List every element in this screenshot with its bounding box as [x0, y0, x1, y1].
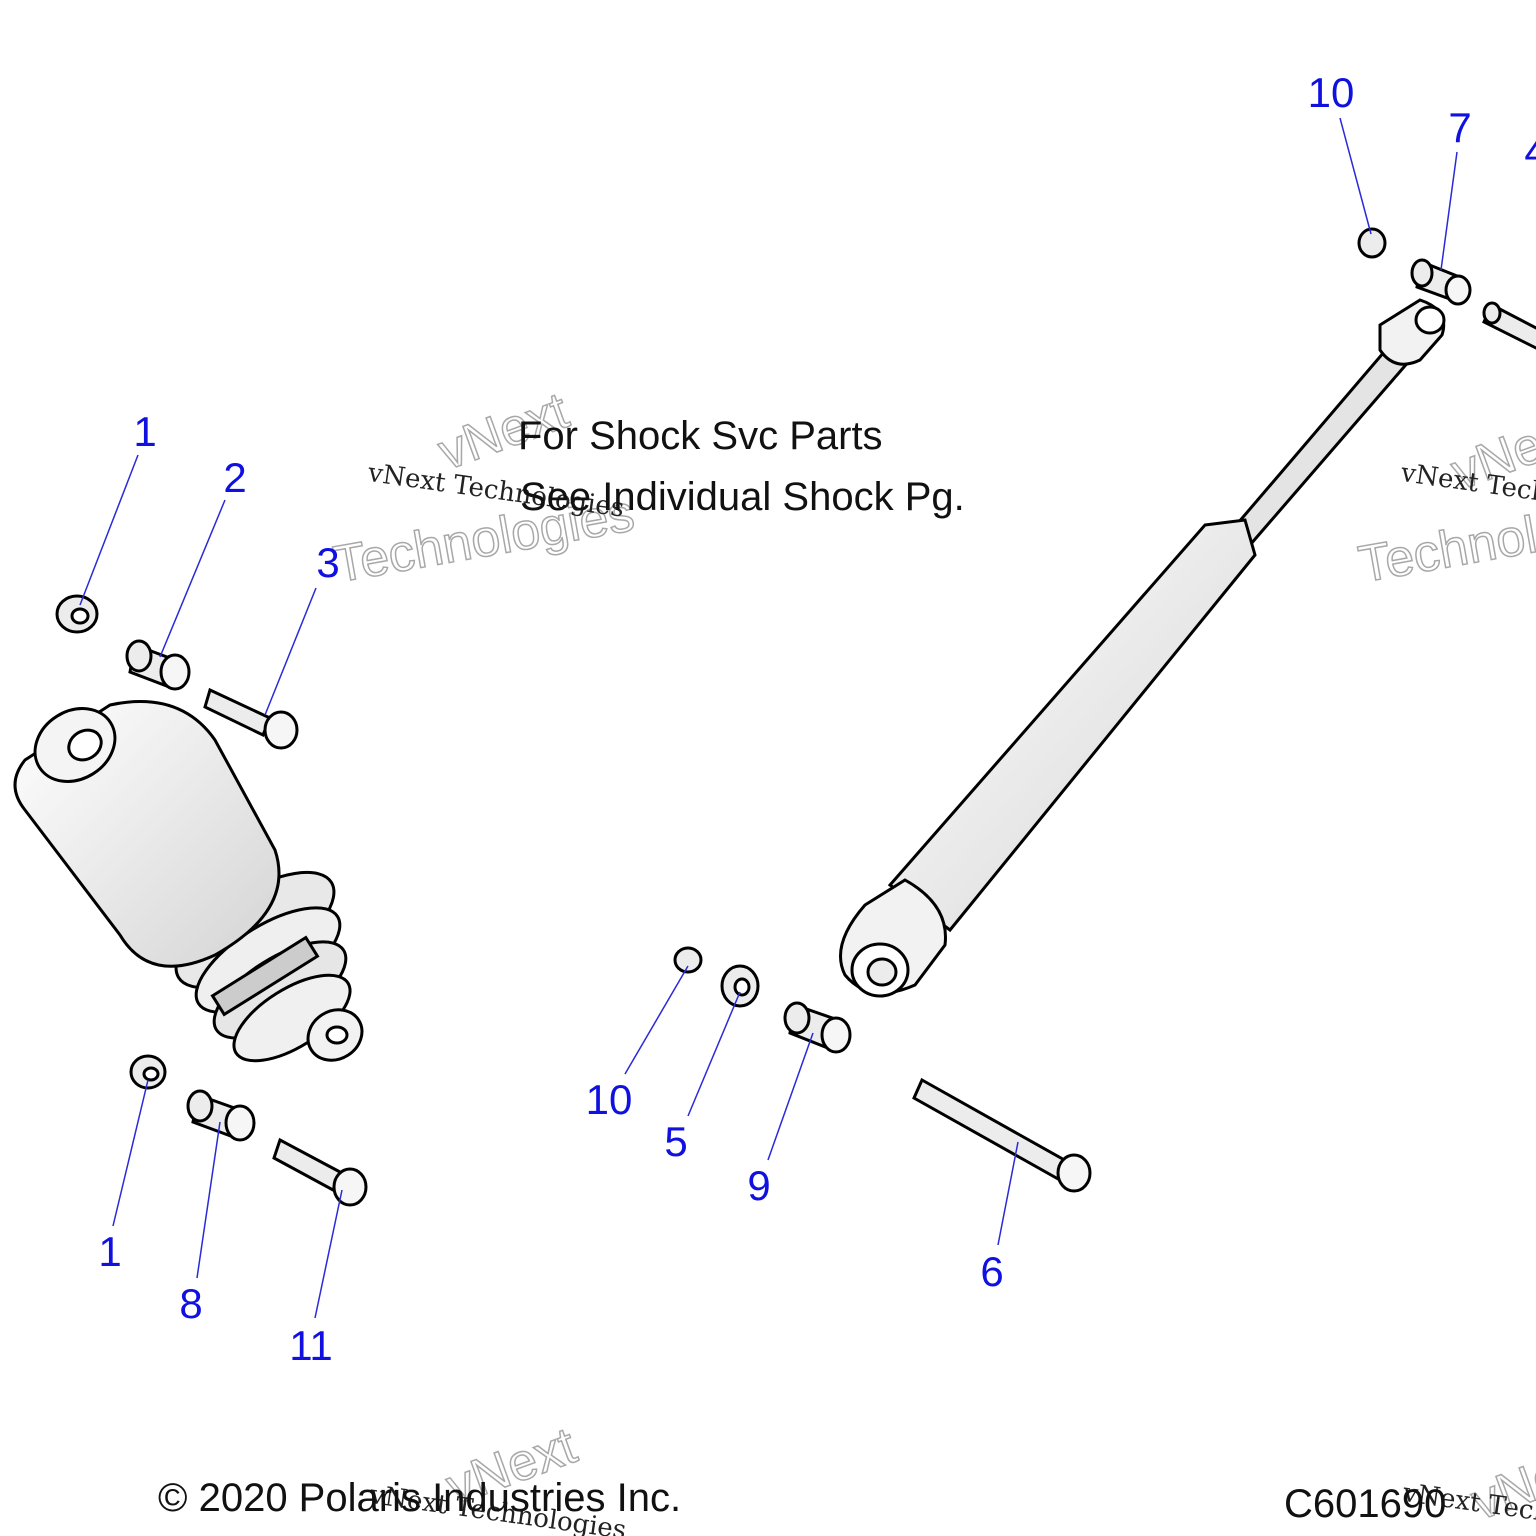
right-shock-shaft	[1229, 342, 1413, 548]
part-10-upper-bushing	[1357, 227, 1387, 259]
right-hardware	[673, 227, 1536, 1193]
service-note-line2: See Individual Shock Pg.	[520, 475, 965, 519]
callout-3: 3	[316, 539, 340, 586]
callout-9: 9	[747, 1162, 771, 1209]
left-hardware	[55, 594, 368, 1207]
right-shock-body	[887, 518, 1257, 933]
callout-8: 8	[179, 1280, 203, 1327]
service-note-line1: For Shock Svc Parts	[518, 414, 883, 458]
callout-10-lower: 10	[585, 1076, 633, 1123]
part-6-bolt	[912, 1077, 1092, 1193]
left-shock-spring	[174, 870, 352, 1063]
callout-5: 5	[664, 1118, 688, 1165]
part-7-spacer	[1410, 258, 1472, 306]
leader-lines	[79, 117, 1458, 1319]
callout-11: 11	[289, 1322, 333, 1369]
part-11-bolt	[272, 1137, 368, 1207]
part-3-bolt	[203, 687, 299, 750]
part-2-spacer	[125, 639, 191, 691]
callout-1-lower: 1	[98, 1228, 122, 1275]
drawing-code: C601690	[1284, 1482, 1447, 1526]
callout-2: 2	[223, 454, 247, 501]
right-shock	[839, 298, 1446, 998]
part-4-bolt	[1482, 301, 1536, 350]
callout-6: 6	[980, 1248, 1004, 1295]
part-10-lower-bushing	[673, 946, 703, 974]
copyright-notice: © 2020 Polaris Industries Inc.	[158, 1476, 682, 1520]
part-9-spacer	[783, 1001, 852, 1054]
part-8-spacer	[186, 1089, 256, 1142]
left-shock	[13, 700, 364, 1063]
callout-7: 7	[1448, 104, 1472, 151]
callout-1-upper: 1	[133, 408, 157, 455]
callout-4: 4	[1524, 131, 1536, 173]
callout-10-upper: 10	[1307, 69, 1355, 116]
